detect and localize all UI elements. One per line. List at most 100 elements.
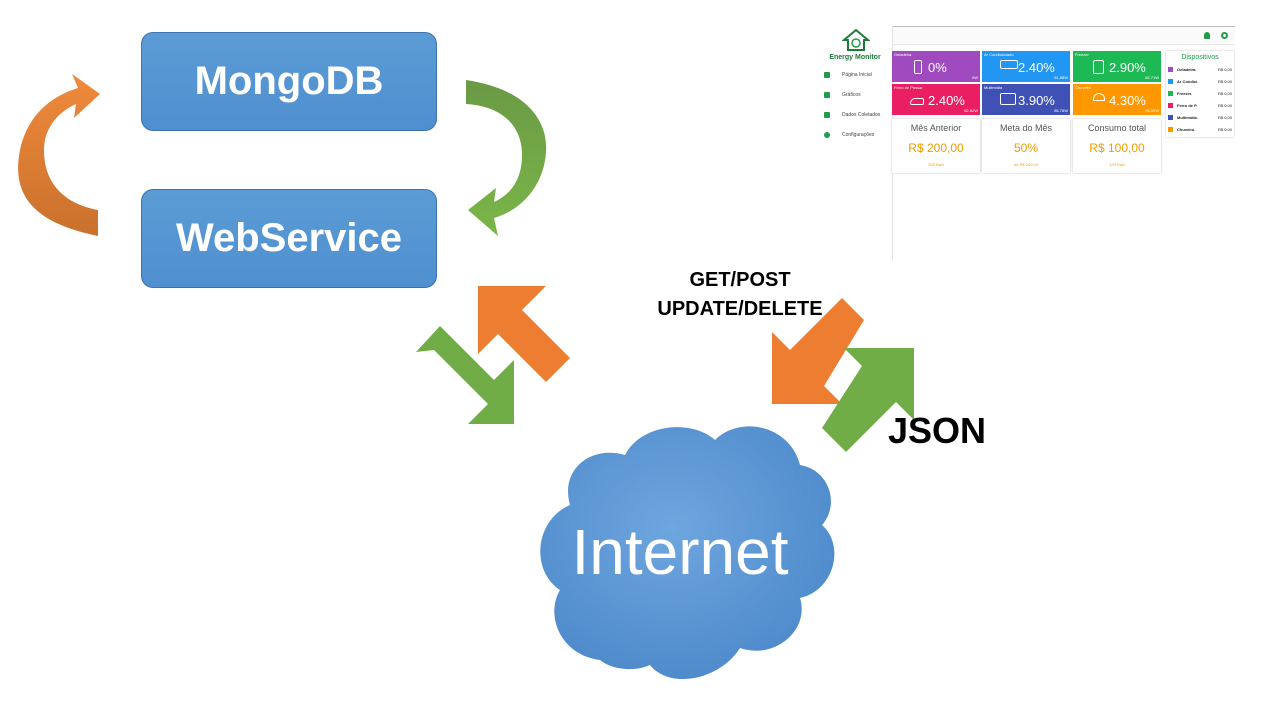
home-icon [824, 72, 830, 78]
mongodb-label: MongoDB [194, 59, 384, 103]
sidebar-item-label: Página Inicial [842, 72, 872, 78]
gear-icon[interactable] [1221, 32, 1228, 39]
energy-monitor-dashboard: Energy Monitor Página Inicial Gráficos D… [818, 26, 1235, 261]
device-row[interactable]: Multimídia. R$ 0,00 [1168, 113, 1232, 123]
sidebar-item-settings[interactable]: Configurações [818, 130, 892, 142]
curved-arrow-webservice-to-mongodb [18, 74, 100, 236]
color-swatch [1168, 103, 1173, 108]
device-row[interactable]: Ar Condici. R$ 0,00 [1168, 77, 1232, 87]
card-title: Mês Anterior [910, 123, 962, 133]
tile-ar-condicionado[interactable]: Ar Condicionado 2.40% 51.88W [982, 51, 1070, 82]
card-title: Consumo total [1087, 123, 1147, 133]
tile-watts: 95.00W [1145, 108, 1159, 113]
shower-icon [1093, 93, 1105, 101]
device-value: R$ 0,00 [1217, 79, 1232, 84]
devices-panel: Dispositivos Geladeira. R$ 0,00 Ar Condic… [1166, 51, 1234, 137]
dashboard-sidebar: Energy Monitor Página Inicial Gráficos D… [818, 26, 893, 261]
tile-freezer[interactable]: Freezer 2.90% 62.71W [1073, 51, 1161, 82]
device-name: Ar Condici. [1177, 79, 1199, 84]
color-swatch [1168, 79, 1173, 84]
tv-icon [1000, 93, 1016, 105]
color-swatch [1168, 127, 1173, 132]
sidebar-item-label: Configurações [842, 132, 875, 138]
device-name: Multimídia. [1177, 115, 1198, 120]
card-sub: 220 Kwh [928, 162, 944, 167]
device-row[interactable]: Geladeira. R$ 0,00 [1168, 65, 1232, 75]
tile-geladeira[interactable]: Geladeira 0% 0W [892, 51, 980, 82]
tile-name: Ferro de Passar [894, 85, 923, 90]
tile-name: Chuveiro [1075, 85, 1092, 90]
device-value: R$ 0,00 [1217, 67, 1232, 72]
tile-percent: 2.40% [1018, 60, 1055, 75]
device-name: Chuveiro. [1177, 127, 1196, 132]
tile-percent: 3.90% [1018, 93, 1055, 108]
device-row[interactable]: Freezer. R$ 0,00 [1168, 89, 1232, 99]
color-swatch [1168, 91, 1173, 96]
tile-chuveiro[interactable]: Chuveiro 4.30% 95.00W [1073, 84, 1161, 115]
tile-name: Ar Condicionado [984, 52, 1014, 57]
tile-watts: 62.71W [1145, 75, 1159, 80]
app-title: Energy Monitor [829, 54, 881, 61]
freezer-icon [1093, 60, 1104, 74]
document-icon [824, 112, 830, 118]
device-value: R$ 0,00 [1217, 91, 1232, 96]
sidebar-item-home[interactable]: Página Inicial [818, 70, 892, 82]
card-sub: 120 Kwh [1109, 162, 1125, 167]
bell-icon[interactable] [1204, 32, 1210, 39]
json-label: JSON [888, 410, 987, 451]
get-post-label: GET/POST [689, 269, 791, 291]
mongodb-node: MongoDB [141, 32, 437, 131]
tile-name: Freezer [1075, 52, 1089, 57]
tile-watts: 0W [972, 75, 978, 80]
iron-icon [910, 98, 924, 105]
card-month-goal: Meta do Mês 50% de R$ 200,00 [982, 119, 1070, 173]
air-conditioner-icon [1000, 60, 1018, 69]
color-swatch [1168, 115, 1173, 120]
arrow-dashboard-to-internet [772, 298, 864, 404]
house-logo-icon [842, 28, 870, 51]
device-name: Geladeira. [1177, 67, 1197, 72]
device-value: R$ 0,00 [1217, 127, 1232, 132]
sidebar-item-label: Dados Coletados [842, 112, 881, 118]
tile-percent: 4.30% [1109, 93, 1146, 108]
update-delete-label: UPDATE/DELETE [657, 298, 823, 320]
color-swatch [1168, 67, 1173, 72]
internet-label: Internet [571, 516, 789, 588]
tile-percent: 0% [928, 60, 947, 75]
http-methods-label: GET/POST UPDATE/DELETE [640, 266, 840, 324]
tile-watts: 51.88W [1054, 75, 1068, 80]
card-value: R$ 200,00 [908, 141, 964, 155]
arrow-internet-to-dashboard [822, 348, 914, 452]
device-name: Ferro de P. [1177, 103, 1198, 108]
dashboard-topbar [818, 26, 1235, 45]
devices-title: Dispositivos [1181, 54, 1219, 61]
card-sub: de R$ 200,00 [1013, 162, 1039, 167]
card-previous-month: Mês Anterior R$ 200,00 220 Kwh [892, 119, 980, 173]
gear-icon [824, 132, 830, 138]
curved-arrow-mongodb-to-webservice [466, 80, 547, 236]
device-row[interactable]: Ferro de P. R$ 0,00 [1168, 101, 1232, 111]
tile-ferro-de-passar[interactable]: Ferro de Passar 2.40% 52.62W [892, 84, 980, 115]
tile-name: Geladeira [894, 52, 912, 57]
device-value: R$ 0,00 [1217, 103, 1232, 108]
sidebar-item-label: Gráficos [842, 92, 861, 98]
arrow-webservice-to-internet [416, 326, 514, 424]
card-value: R$ 100,00 [1089, 141, 1145, 155]
tile-name: Multimídia [984, 85, 1003, 90]
card-total-consumption: Consumo total R$ 100,00 120 Kwh [1073, 119, 1161, 173]
webservice-node: WebService [141, 189, 437, 288]
webservice-label: WebService [175, 216, 403, 260]
tile-percent: 2.40% [928, 93, 965, 108]
device-name: Freezer. [1177, 91, 1193, 96]
tile-watts: 52.62W [964, 108, 978, 113]
device-value: R$ 0,00 [1217, 115, 1232, 120]
device-row[interactable]: Chuveiro. R$ 0,00 [1168, 125, 1232, 135]
tile-multimidia[interactable]: Multimídia 3.90% 85.78W [982, 84, 1070, 115]
chart-icon [824, 92, 830, 98]
sidebar-item-data[interactable]: Dados Coletados [818, 110, 892, 122]
tile-percent: 2.90% [1109, 60, 1146, 75]
arrow-internet-to-webservice [478, 286, 570, 382]
sidebar-item-charts[interactable]: Gráficos [818, 90, 892, 102]
tile-watts: 85.78W [1054, 108, 1068, 113]
